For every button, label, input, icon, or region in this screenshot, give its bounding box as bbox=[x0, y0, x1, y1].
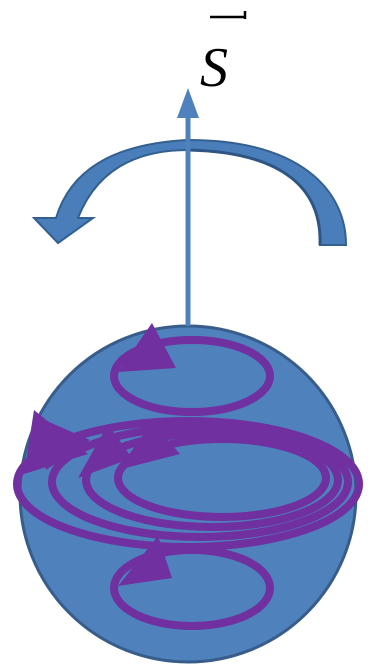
spin-vector-label: S bbox=[200, 37, 228, 99]
spin-vector-label-group: S bbox=[200, 11, 246, 99]
spin-arrow bbox=[177, 88, 199, 326]
sphere bbox=[20, 326, 356, 662]
